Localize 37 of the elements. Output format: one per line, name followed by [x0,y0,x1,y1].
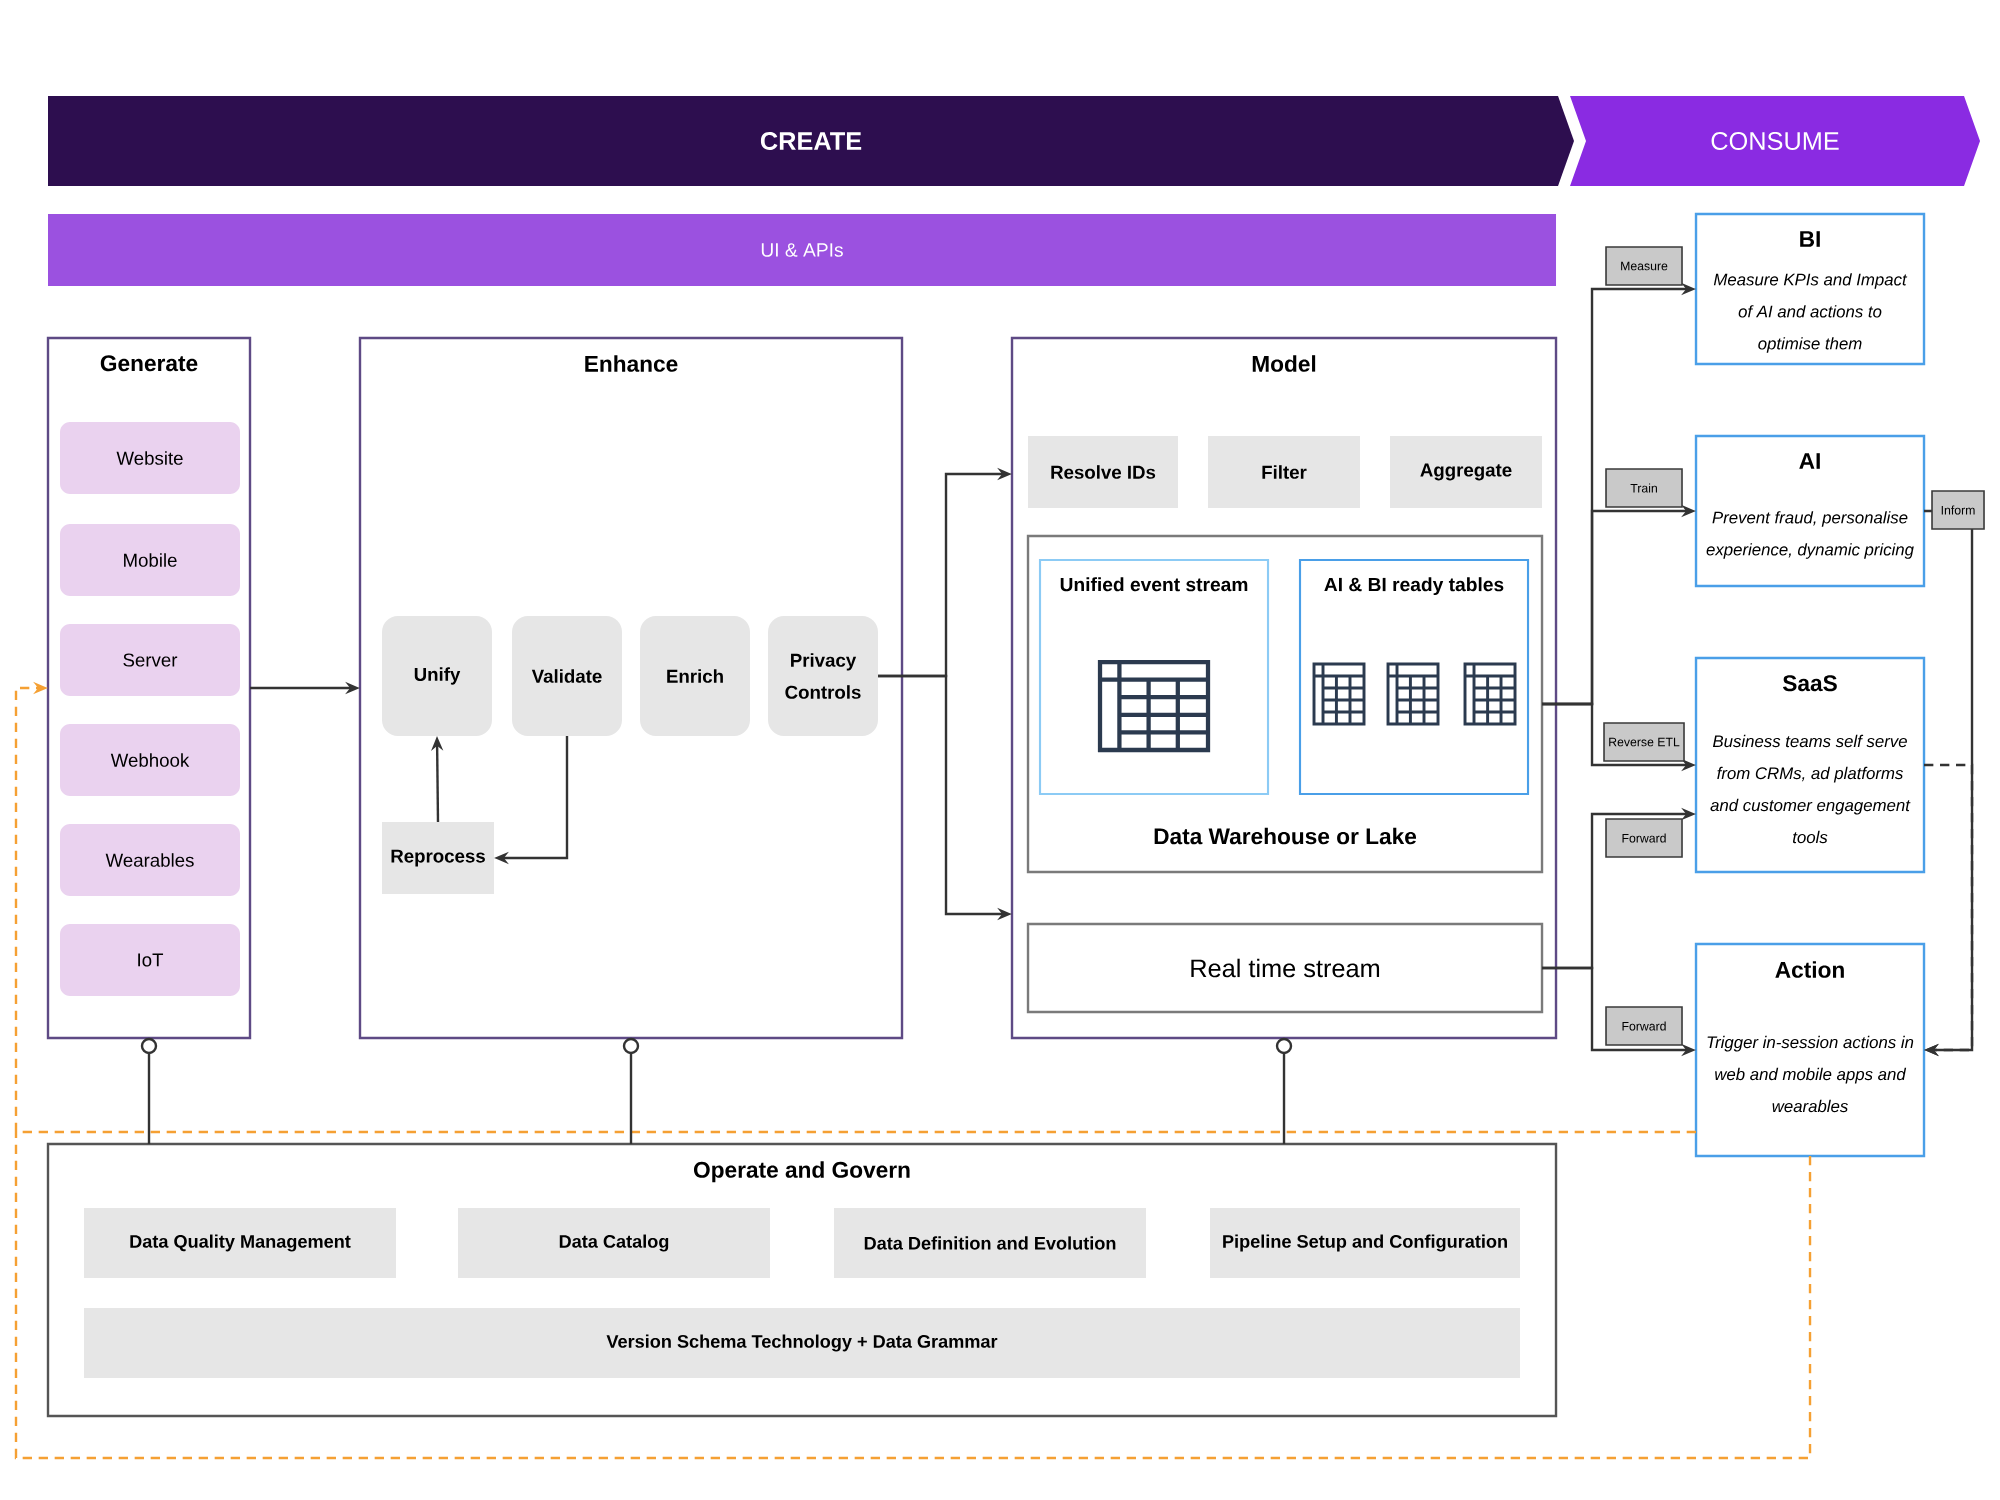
source-box: IoT [60,924,240,996]
capability-box: Data Definition and Evolution [834,1208,1146,1278]
capability-box: Data Catalog [458,1208,770,1278]
ring [140,1037,158,1055]
dashed-arrow [14,681,1812,1460]
step-box: Unify [382,616,492,736]
capability-box: Version Schema Technology + Data Grammar [84,1308,1520,1378]
use-case-box: BI Measure KPIs and Impact of AI and actions to optimise them [1694,212,1926,366]
step-box: Resolve IDs [1028,436,1178,508]
ring [622,1037,640,1055]
dataset-box: AI & BI ready tables [1298,558,1530,796]
source-box: Wearables [60,824,240,896]
phase-banner: CONSUME [1570,96,1980,186]
source-box: Website [60,422,240,494]
source-box: Server [60,624,240,696]
source-box: Webhook [60,724,240,796]
step-box: Enrich [640,616,750,736]
ring [1275,1037,1293,1055]
use-case-box: AI Prevent fraud, personalise experience, dynamic pricing [1694,434,1926,588]
step-box: Aggregate [1390,436,1542,508]
step-box: Validate [512,616,622,736]
connector-line [1282,1053,1286,1144]
stream-box: Real time stream [1026,922,1544,1014]
phase-banner: CREATE [48,96,1574,186]
step-box: Reprocess [382,822,494,894]
use-case-box: SaaS Business teams self serve from CRMs, ad platforms and customer engagement tools [1694,656,1926,874]
use-case-box: Action Trigger in-session actions in web and mobile apps and wearables [1694,942,1926,1158]
connector-line [629,1053,633,1144]
step-box: Privacy Controls [768,616,878,736]
platform-bar: UI & APIs [48,214,1556,286]
capability-box: Data Quality Management [84,1208,396,1278]
dataset-box: Unified event stream [1038,558,1270,796]
source-box: Mobile [60,524,240,596]
arrow [1924,509,1974,1057]
capability-box: Pipeline Setup and Configuration [1210,1208,1520,1278]
connector-line [147,1053,151,1144]
step-box: Filter [1208,436,1360,508]
